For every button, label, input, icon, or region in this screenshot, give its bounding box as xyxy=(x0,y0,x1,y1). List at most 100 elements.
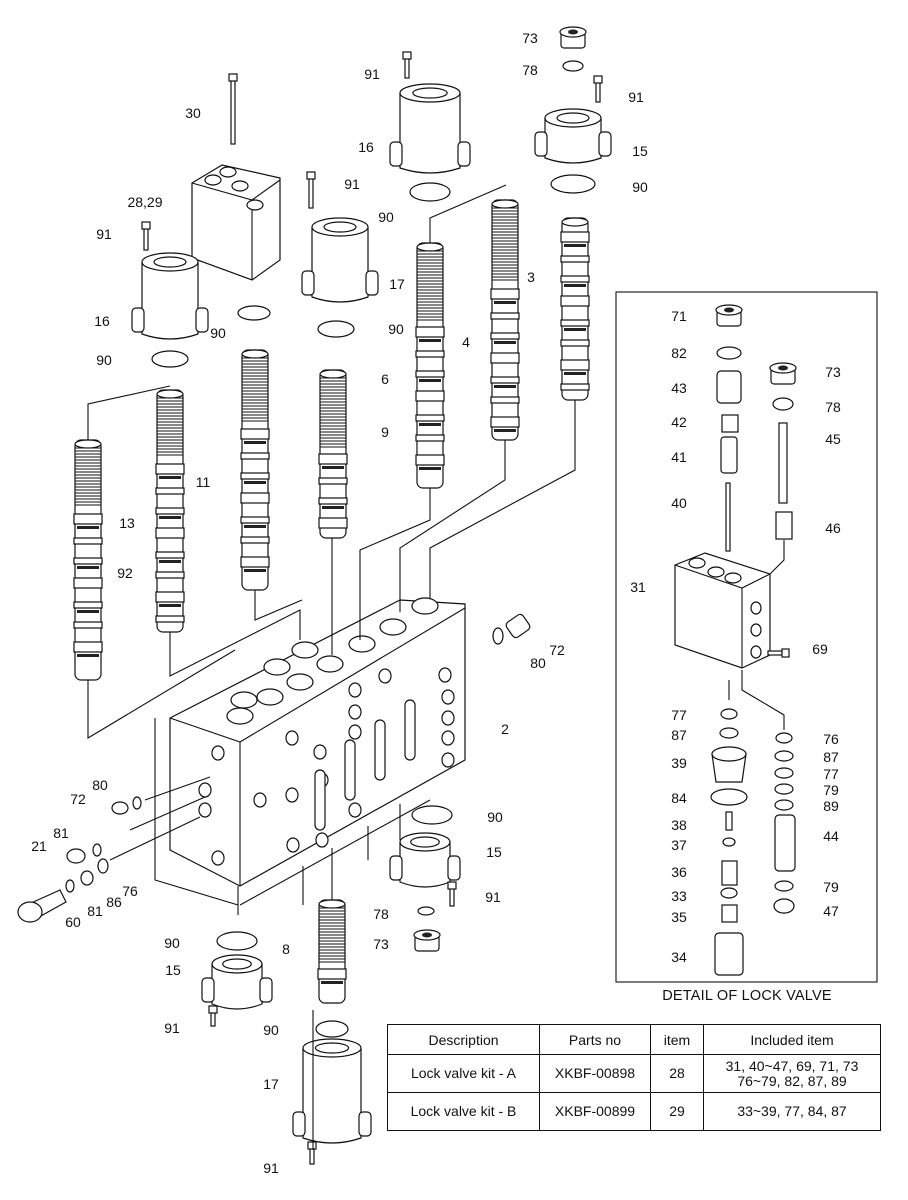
connection-line xyxy=(769,540,785,575)
spool-cap xyxy=(319,369,347,379)
included-line: 33~39, 77, 84, 87 xyxy=(737,1103,847,1119)
cover-flange xyxy=(457,141,471,167)
bolt-shank xyxy=(404,57,410,79)
plug-socket xyxy=(778,365,788,371)
callout-label-c3: 3 xyxy=(527,269,535,285)
block-slot xyxy=(374,719,386,781)
block-hole xyxy=(198,782,212,798)
o-ring-77 xyxy=(774,767,794,779)
callout-label-c16b: 16 xyxy=(94,313,110,329)
callout-label-c15a: 15 xyxy=(632,143,648,159)
block-hole xyxy=(348,704,362,720)
cell-parts-no: XKBF-00898 xyxy=(539,1054,651,1093)
callout-label-c81a: 81 xyxy=(53,825,69,841)
parts-artwork xyxy=(17,26,878,1165)
connection-line xyxy=(87,649,236,739)
callout-label-c72b: 72 xyxy=(70,791,86,807)
spool-land xyxy=(155,463,185,475)
o-ring xyxy=(550,174,596,194)
fitting-21 xyxy=(66,848,86,864)
callout-label-c78a: 78 xyxy=(522,62,538,78)
callout-label-c30: 30 xyxy=(185,105,201,121)
cover-16-left xyxy=(131,252,209,340)
block-hole xyxy=(441,710,455,726)
spring-42 xyxy=(721,414,739,433)
spool-4 xyxy=(490,199,520,441)
o-ring-76 xyxy=(775,732,793,744)
spool-cap xyxy=(318,899,346,909)
callout-label-d31: 31 xyxy=(630,579,646,595)
cover-bore xyxy=(222,958,252,970)
spool-land xyxy=(240,556,270,568)
spool-land xyxy=(240,516,270,524)
lock-valve-port xyxy=(724,572,742,584)
spool-cap xyxy=(74,439,102,449)
spool-groove xyxy=(159,476,181,479)
block-port xyxy=(226,707,254,725)
cover-bore xyxy=(153,256,187,268)
block-hole xyxy=(378,668,392,684)
spool-groove xyxy=(494,341,516,344)
lock-valve-port xyxy=(688,557,706,569)
spool-cap xyxy=(156,389,184,399)
spool-land xyxy=(155,507,185,515)
callout-label-d43: 43 xyxy=(671,380,687,396)
spool-land xyxy=(560,255,590,263)
spool-groove xyxy=(494,301,516,304)
callout-label-c73b: 73 xyxy=(373,936,389,952)
bolt-head xyxy=(228,73,238,82)
o-ring-81 xyxy=(65,879,75,893)
cover-flange xyxy=(259,977,273,1003)
cover-body xyxy=(544,118,602,164)
spool-groove xyxy=(321,981,343,984)
spool-land xyxy=(318,497,348,505)
spool-land xyxy=(155,527,185,539)
connection-line xyxy=(359,488,431,640)
block-port xyxy=(379,618,407,636)
spool-13 xyxy=(155,389,185,633)
callout-label-d37: 37 xyxy=(671,837,687,853)
callout-label-d41: 41 xyxy=(671,449,687,465)
bolt-shank xyxy=(309,1147,315,1165)
callout-label-d73: 73 xyxy=(825,364,841,380)
callout-label-d46: 46 xyxy=(825,520,841,536)
callout-label-c91d: 91 xyxy=(96,226,112,242)
o-ring-87 xyxy=(774,750,794,762)
spool-land xyxy=(73,621,103,629)
block-port xyxy=(286,673,314,691)
block-hole xyxy=(348,802,362,818)
plug-71 xyxy=(715,304,743,327)
bolt-69 xyxy=(767,648,790,658)
spool-groove xyxy=(244,569,266,572)
spool-land xyxy=(490,312,520,320)
o-ring-76 xyxy=(97,858,109,874)
bolt-30 xyxy=(228,73,238,145)
spool-land xyxy=(415,454,445,466)
o-ring xyxy=(237,305,271,321)
sleeve-34 xyxy=(714,932,744,976)
lock-valve-hole xyxy=(750,623,762,637)
spool-land xyxy=(490,288,520,300)
bolt-shank xyxy=(767,650,783,656)
spool-land xyxy=(415,326,445,338)
spool-groove xyxy=(244,481,266,484)
spool-land xyxy=(155,615,185,623)
bolt-head xyxy=(781,648,790,658)
callout-label-c81b: 81 xyxy=(87,903,103,919)
cover-flange xyxy=(301,270,315,296)
o-ring-87 xyxy=(719,727,739,739)
spool-groove xyxy=(244,525,266,528)
lock-valve-port xyxy=(707,566,725,578)
o-ring-86 xyxy=(80,870,94,886)
callout-label-c91e: 91 xyxy=(485,889,501,905)
block-slot xyxy=(344,739,356,801)
block-hole xyxy=(441,752,455,768)
header-description: Description xyxy=(387,1024,540,1055)
connection-line xyxy=(741,670,785,730)
spool-land xyxy=(560,295,590,307)
cover-body xyxy=(302,1048,362,1144)
spool-land xyxy=(318,453,348,465)
spool-land xyxy=(73,641,103,653)
cover-bore xyxy=(556,112,590,124)
spool-land xyxy=(318,477,348,485)
